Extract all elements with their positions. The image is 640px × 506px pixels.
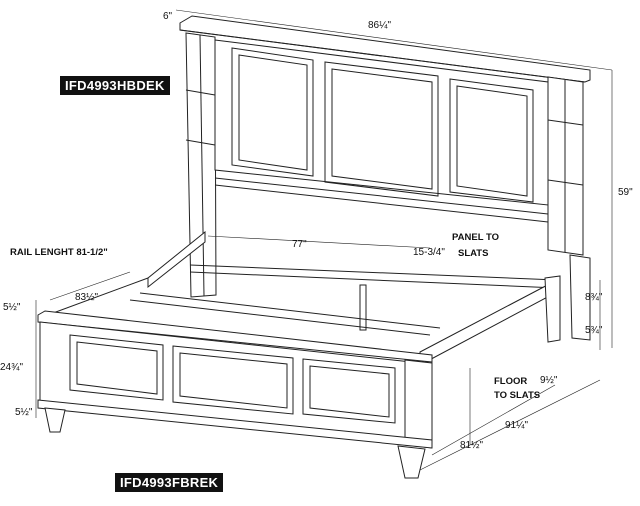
footboard-panel-center — [172, 345, 294, 415]
dim-panel-gap: 15-3/4" — [413, 247, 445, 258]
headboard-panel-center — [324, 61, 439, 197]
dim-leg-gap: 5¾" — [585, 325, 603, 336]
dim-side-rail-height: 8¾" — [585, 292, 603, 303]
dim-floor-gap: 9½" — [540, 375, 558, 386]
dim-inner-length: 77" — [292, 239, 307, 250]
dim-footboard-rail-width: 83½" — [75, 292, 98, 303]
right-side-rail — [419, 279, 558, 366]
dim-footboard-top: 5½" — [3, 302, 21, 313]
dim-headboard-height: 59" — [618, 187, 633, 198]
left-side-rail — [147, 230, 206, 289]
footboard-left-leg — [44, 407, 66, 433]
panel-to-slats-line2: SLATS — [458, 248, 488, 259]
footboard-cap — [37, 310, 433, 363]
dim-overall-length: 91¼" — [505, 419, 528, 431]
dim-headboard-width: 86¼" — [368, 19, 391, 31]
footboard-code-label: IFD4993FBREK — [115, 473, 224, 492]
headboard-panel-right — [449, 78, 534, 203]
dim-top-thickness: 6" — [163, 11, 173, 22]
headboard-left-post — [185, 32, 217, 298]
dim-footboard-height: 24¾" — [0, 362, 23, 373]
headboard-panel-left — [231, 47, 314, 177]
footboard-panel-right — [302, 358, 396, 424]
rail-length-label: RAIL LENGHT 81-1/2" — [10, 247, 108, 258]
floor-to-slats-line2: TO SLATS — [494, 390, 540, 401]
footboard-panel-left — [69, 334, 164, 401]
slat-center-support — [359, 284, 367, 331]
footboard-right-post — [404, 359, 433, 449]
dim-footboard-base: 5½" — [15, 407, 33, 418]
floor-to-slats-line1: FLOOR — [494, 376, 527, 387]
footboard-right-leg — [397, 445, 426, 479]
panel-to-slats-line1: PANEL TO — [452, 232, 499, 243]
dim-inner-width: 81½" — [460, 440, 483, 451]
headboard-code-label: IFD4993HBDEK — [60, 76, 170, 95]
